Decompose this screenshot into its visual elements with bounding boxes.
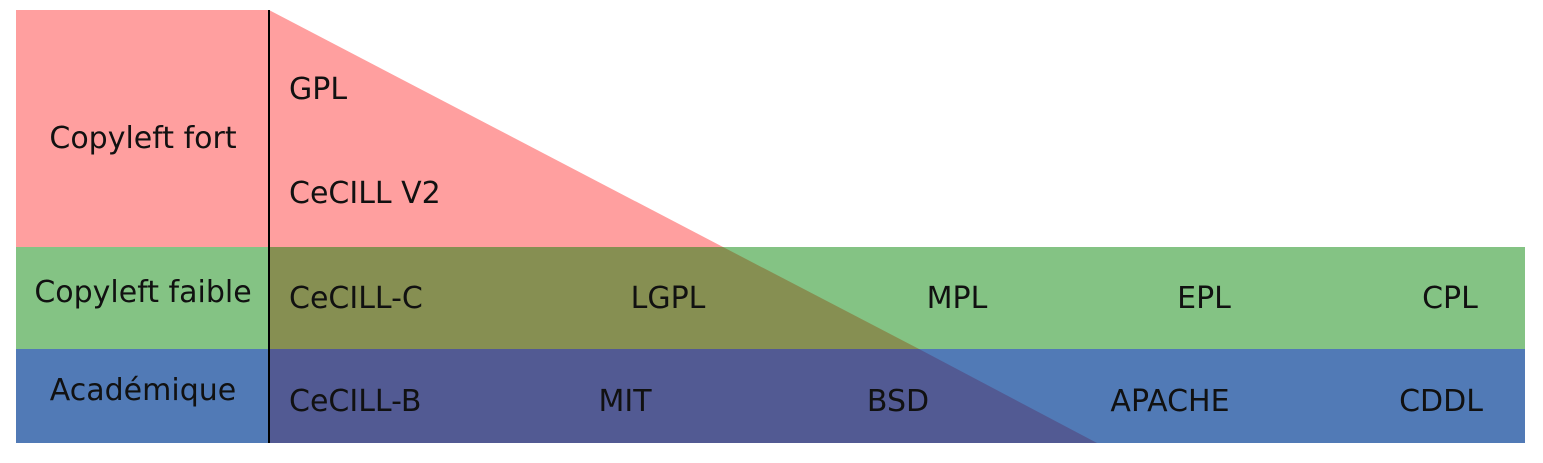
license-mpl: MPL [927,281,988,316]
license-bsd: BSD [867,384,929,419]
license-cecill-v2: CeCILL V2 [289,176,441,211]
license-apache: APACHE [1110,384,1229,419]
category-academic-label: Académique [50,373,236,408]
band-strong [16,10,269,247]
license-cpl: CPL [1422,281,1478,316]
strong-academic-overlap [269,349,1097,443]
license-epl: EPL [1177,281,1231,316]
strong-weak-overlap [269,247,919,349]
strong-copyleft-triangle [269,10,723,247]
category-strong-label: Copyleft fort [49,121,236,156]
license-mit: MIT [598,384,652,419]
category-weak-label: Copyleft faible [34,275,251,310]
license-cddl: CDDL [1399,384,1483,419]
license-lgpl: LGPL [631,281,706,316]
license-cecill-b: CeCILL-B [289,384,421,419]
license-cecill-c: CeCILL-C [289,281,423,316]
license-gpl: GPL [289,72,347,107]
